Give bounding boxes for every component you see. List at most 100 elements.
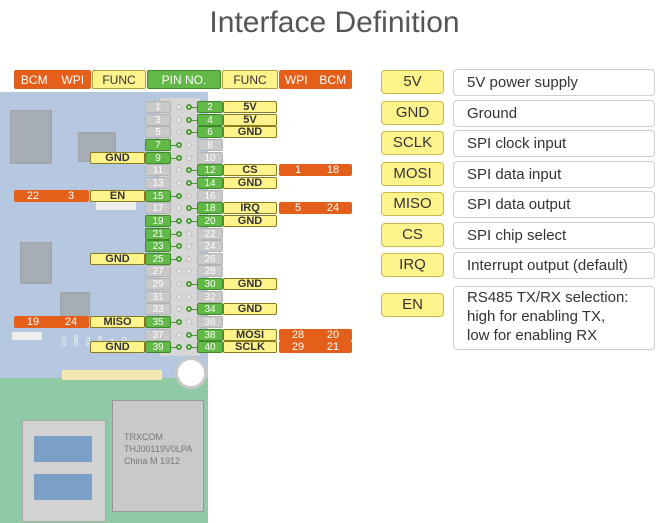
strip-label-gnd: GND (74, 335, 80, 347)
header-wpi-label: WPI (61, 72, 85, 87)
pin-connector (191, 170, 197, 172)
pin-dot (176, 319, 182, 326)
pin-7: 7 (145, 138, 171, 151)
pin-connector (191, 334, 197, 336)
header-func-right: FUNC (222, 70, 278, 89)
pin-connector (191, 347, 197, 349)
right-func-gnd: GND (223, 303, 277, 316)
pin-connector (191, 220, 197, 222)
pin-connector (191, 132, 197, 134)
pin-dot (186, 141, 192, 148)
pin-20: 20 (197, 214, 223, 227)
right-bcm: 20 (326, 328, 340, 341)
usb-slot (34, 436, 92, 462)
right-wpi-bcm: 29 21 (279, 341, 352, 354)
right-func-sclk: SCLK (223, 341, 277, 354)
left-wpi: 24 (64, 316, 78, 329)
pin-6: 6 (197, 126, 223, 139)
pin-connector (191, 284, 197, 286)
right-wpi: 29 (291, 341, 305, 354)
pin-dot (176, 205, 182, 212)
left-wpi: 3 (67, 189, 75, 202)
pin-dot (176, 217, 182, 224)
pin-dot (176, 154, 182, 161)
pin-connector (191, 208, 197, 210)
legend-tag-cs: CS (381, 223, 444, 247)
legend-tag-gnd: GND (381, 101, 444, 125)
legend-tag-5v: 5V (381, 70, 444, 94)
right-bcm: 24 (326, 202, 340, 215)
legend-tag-irq: IRQ (381, 253, 444, 277)
right-func-mosi: MOSI (223, 328, 277, 341)
right-func-gnd: GND (223, 176, 277, 189)
pin-connector (171, 347, 177, 349)
pin-dot (176, 293, 182, 300)
legend-desc-mosi: SPI data input (453, 161, 655, 188)
legend-desc-gnd: Ground (453, 100, 655, 127)
pin-4: 4 (197, 113, 223, 126)
legend-desc-irq: Interrupt output (default) (453, 252, 655, 279)
strip-label-sda: SDA (98, 335, 104, 346)
pin-33: 33 (145, 303, 171, 316)
pin-dot (186, 255, 192, 262)
pin-18: 18 (197, 202, 223, 215)
pin-dot (176, 306, 182, 313)
left-func-miso: MISO (90, 316, 145, 329)
pin-connector (171, 144, 177, 146)
right-func-gnd: GND (223, 214, 277, 227)
pin-connector (171, 322, 177, 324)
strip-label-scl: SCL (86, 336, 92, 346)
pin-37: 37 (145, 328, 171, 341)
pin-dot (176, 281, 182, 288)
header-pin-no: PIN NO. (147, 70, 221, 89)
pin-dot (176, 230, 182, 237)
header-wpi-label: WPI (284, 72, 308, 87)
right-wpi-bcm: 1 18 (279, 164, 352, 177)
right-wpi-bcm: 28 20 (279, 328, 352, 341)
right-func-5v: 5V (223, 113, 277, 126)
eth-text: China M 1912 (124, 456, 181, 466)
right-bcm: 18 (326, 164, 340, 177)
pin-dot (186, 293, 192, 300)
pin-22: 22 (197, 227, 223, 240)
page-title: Interface Definition (209, 6, 460, 39)
strip-label-vcc: VCC (62, 335, 68, 346)
pin-16: 16 (197, 189, 223, 202)
right-bcm: 21 (326, 341, 340, 354)
pin-dot (176, 141, 182, 148)
pin-dot (176, 129, 182, 136)
eth-text: TRXCOM (124, 432, 163, 442)
legend-desc-5v: 5V power supply (453, 69, 655, 96)
right-func-gnd: GND (223, 126, 277, 139)
pin-dot (176, 104, 182, 110)
left-bcm: 22 (26, 189, 40, 202)
pin-dot (176, 243, 182, 250)
pin-dot (176, 268, 182, 275)
pin-19: 19 (145, 214, 171, 227)
header-wpi-bcm-right: WPI BCM (279, 70, 352, 89)
right-func-irq: IRQ (223, 202, 277, 215)
mounting-hole (175, 357, 207, 389)
left-bcm-wpi: 22 3 (14, 189, 89, 202)
pin-11: 11 (145, 164, 171, 177)
pin-40: 40 (197, 341, 223, 354)
legend-tag-en: EN (381, 293, 444, 317)
pin-26: 26 (197, 252, 223, 265)
pin-1: 1 (145, 101, 171, 113)
right-wpi: 5 (294, 202, 302, 215)
legend-desc-cs: SPI chip select (453, 222, 655, 249)
right-wpi: 1 (294, 164, 302, 177)
pin-connector (171, 157, 177, 159)
pin-36: 36 (197, 316, 223, 329)
pin-connector (191, 182, 197, 184)
right-wpi: 28 (291, 328, 305, 341)
pin-35: 35 (145, 316, 171, 329)
pin-31: 31 (145, 290, 171, 303)
legend-tag-sclk: SCLK (381, 131, 444, 155)
left-func-gnd: GND (90, 151, 145, 164)
legend-desc-en: RS485 TX/RX selection: high for enabling… (453, 286, 655, 350)
pin-connector (171, 258, 177, 260)
pin-dot (186, 268, 192, 275)
pin-25: 25 (145, 252, 171, 265)
pin-27: 27 (145, 265, 171, 278)
